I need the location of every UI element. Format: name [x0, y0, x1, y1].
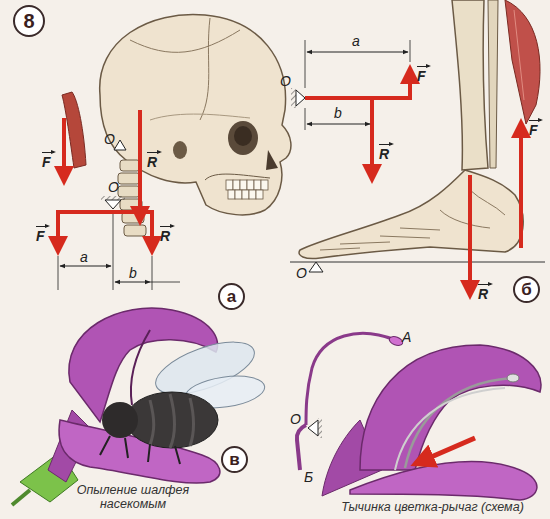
point-label: b [129, 266, 137, 281]
caption-text: Тычинка цветка-рычаг (схема) [320, 501, 545, 515]
flower-scheme-drawing [322, 345, 541, 500]
salvia-pollination-drawing [12, 308, 267, 505]
point-label: O [104, 132, 115, 147]
force-label: F [417, 64, 426, 84]
foot-lever-scheme [291, 40, 412, 180]
panel-number-circle: 8 [13, 5, 45, 37]
point-label: Б [304, 470, 313, 485]
point-label: O [296, 266, 307, 281]
panel-label: в [229, 451, 239, 468]
force-label: F [42, 150, 51, 170]
point-label: a [80, 250, 88, 265]
panel-label: 8 [23, 11, 34, 31]
force-label: F [529, 118, 538, 138]
point-label: b [334, 106, 342, 121]
force-label: R [160, 224, 170, 244]
point-label: A [402, 330, 411, 345]
force-label: R [147, 150, 157, 170]
point-label: a [352, 34, 360, 49]
force-label: R [379, 142, 389, 162]
panel-number-circle: б [513, 276, 540, 303]
skull-lever-scheme [58, 196, 180, 290]
point-label: O [280, 74, 291, 89]
point-label: O [108, 180, 119, 195]
force-label: F [36, 224, 45, 244]
panel-label: б [521, 281, 532, 298]
skull-drawing [62, 14, 291, 236]
caption-text: Опыление шалфея насекомым [58, 484, 208, 512]
foot-drawing [290, 0, 545, 296]
force-label: R [478, 282, 488, 302]
panel-number-circle: в [221, 446, 248, 473]
panel-label: а [227, 288, 236, 305]
point-label: O [290, 412, 301, 427]
panel-number-circle: а [218, 283, 245, 310]
